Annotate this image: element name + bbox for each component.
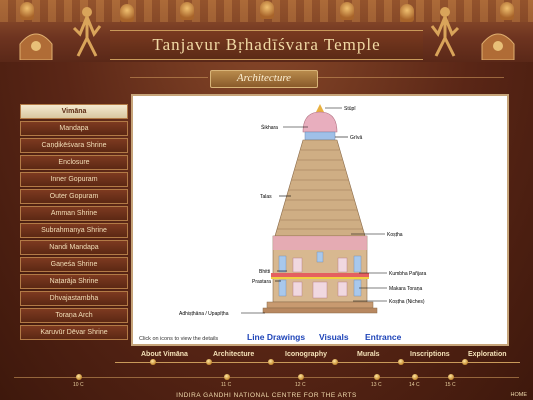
hint-text: Click on icons to view the details: [139, 336, 219, 342]
upper-storey-band: [273, 236, 367, 250]
sidebar-item-candikesvara[interactable]: Caṇḍikēśvara Shrine: [20, 138, 128, 153]
finial-ornament-icon: [500, 2, 514, 20]
timeline-dot[interactable]: [412, 374, 418, 380]
footer-credit: INDIRA GANDHI NATIONAL CENTRE FOR THE AR…: [176, 392, 357, 399]
label-prastara: Prastara: [252, 279, 271, 285]
timeline-label: 13 C: [371, 382, 382, 388]
bottom-nav-line: [115, 362, 520, 363]
talas-tower[interactable]: [274, 139, 366, 237]
shrine-ornament-icon: [481, 33, 515, 60]
tab-about-vimana[interactable]: About Vimāna: [141, 351, 188, 358]
section-title-bar: Architecture: [210, 70, 318, 88]
timeline-line: [14, 377, 519, 378]
label-kostha: Koṣṭha: [387, 232, 403, 238]
bead-ornament-icon: [462, 359, 468, 365]
entrance-link[interactable]: Entrance: [365, 332, 402, 342]
kumbha-panjara-group[interactable]: [278, 251, 362, 297]
finial-ornament-icon: [400, 4, 414, 22]
finial-ornament-icon: [20, 2, 34, 20]
sidebar-item-mandapa[interactable]: Mandapa: [20, 121, 128, 136]
upapitha-base: [262, 307, 378, 314]
tab-architecture[interactable]: Architecture: [213, 351, 255, 358]
bead-ornament-icon: [150, 359, 156, 365]
timeline-dot[interactable]: [298, 374, 304, 380]
home-link[interactable]: HOME: [510, 392, 528, 398]
title-plate: Tanjavur Bṛhadīśvara Temple: [110, 30, 423, 60]
leader-lines: [241, 107, 387, 314]
label-talas: Talas: [260, 194, 272, 200]
timeline-label: 14 C: [409, 382, 420, 388]
label-sikhara: Śikhara: [261, 123, 278, 131]
shrine-ornament-icon: [19, 33, 53, 60]
bead-ornament-icon: [268, 359, 274, 365]
page-title: Tanjavur Bṛhadīśvara Temple: [152, 35, 381, 54]
timeline-dot[interactable]: [224, 374, 230, 380]
finial-ornament-icon: [120, 4, 134, 22]
timeline-dot[interactable]: [448, 374, 454, 380]
tab-inscriptions[interactable]: Inscriptions: [410, 351, 450, 358]
finial-ornament-icon: [260, 1, 274, 19]
sidebar-item-enclosure[interactable]: Enclosure: [20, 155, 128, 170]
diagram-panel: Stūpī Śikhara Grīvā Talas Koṣṭha Bhitti …: [131, 94, 509, 346]
tab-exploration[interactable]: Exploration: [468, 351, 507, 358]
bead-ornament-icon: [398, 359, 404, 365]
tab-murals[interactable]: Murals: [357, 351, 380, 358]
timeline-dot[interactable]: [76, 374, 82, 380]
timeline-dot[interactable]: [374, 374, 380, 380]
adhisthana-plinth[interactable]: [266, 301, 374, 309]
bead-ornament-icon: [206, 359, 212, 365]
sidebar-item-amman-shrine[interactable]: Amman Shrine: [20, 206, 128, 221]
divider: [130, 77, 208, 78]
sidebar-item-torana-arch[interactable]: Toraṇa Arch: [20, 308, 128, 323]
dancer-figure-icon: [72, 7, 102, 57]
finial-ornament-icon: [180, 2, 194, 20]
visuals-link[interactable]: Visuals: [319, 332, 349, 342]
bottom-nav: About Vimāna Architecture Iconography Mu…: [0, 344, 533, 400]
label-bhitti: Bhitti: [259, 269, 270, 275]
prastara-band[interactable]: [271, 273, 369, 277]
bead-ornament-icon: [332, 359, 338, 365]
timeline-label: 11 C: [221, 382, 232, 388]
sidebar-item-ganesa-shrine[interactable]: Gaṇeśa Shrine: [20, 257, 128, 272]
kostha-niches[interactable]: [292, 257, 348, 299]
finial-ornament-icon: [340, 2, 354, 20]
label-stupi: Stūpī: [344, 106, 356, 112]
tab-iconography[interactable]: Iconography: [285, 351, 328, 358]
makara-torana-band[interactable]: [271, 277, 369, 279]
label-kumbha-panjara: Kumbha Pañjara: [389, 271, 426, 277]
header: Tanjavur Bṛhadīśvara Temple: [0, 0, 533, 62]
section-title: Architecture: [236, 72, 292, 84]
sidebar-item-dhvajastambha[interactable]: Dhvajastambha: [20, 291, 128, 306]
vimana-diagram: Stūpī Śikhara Grīvā Talas Koṣṭha Bhitti …: [179, 104, 426, 317]
label-kostha-niches: Koṣṭha (Niches): [389, 299, 425, 305]
sidebar-item-nataraja-shrine[interactable]: Naṭarāja Shrine: [20, 274, 128, 289]
tower-tiers: [277, 149, 363, 230]
label-makara-torana: Makara Toraṇa: [389, 286, 422, 292]
sidebar-item-nandi-mandapa[interactable]: Nandi Mandapa: [20, 240, 128, 255]
timeline-label: 10 C: [73, 382, 84, 388]
sidebar-item-subrahmanya-shrine[interactable]: Subrahmanya Shrine: [20, 223, 128, 238]
sidebar: Vimāna Mandapa Caṇḍikēśvara Shrine Enclo…: [20, 104, 128, 340]
sidebar-item-inner-gopuram[interactable]: Inner Gopuram: [20, 172, 128, 187]
sidebar-item-outer-gopuram[interactable]: Outer Gopuram: [20, 189, 128, 204]
timeline-label: 15 C: [445, 382, 456, 388]
divider: [318, 77, 504, 78]
griva-band[interactable]: [304, 131, 336, 141]
dancer-figure-icon: [430, 7, 460, 57]
label-adhisthana: Adhiṣṭhāna / Upapīṭha: [179, 311, 229, 317]
stupi-finial: [316, 104, 324, 112]
sidebar-item-vimana[interactable]: Vimāna: [20, 104, 128, 119]
sidebar-item-karuvur-devar-shrine[interactable]: Karuvūr Dēvar Shrine: [20, 325, 128, 340]
timeline-label: 12 C: [295, 382, 306, 388]
sikhara-dome[interactable]: [302, 111, 338, 133]
label-griva: Grīvā: [350, 135, 362, 141]
line-drawings-link[interactable]: Line Drawings: [247, 332, 306, 342]
